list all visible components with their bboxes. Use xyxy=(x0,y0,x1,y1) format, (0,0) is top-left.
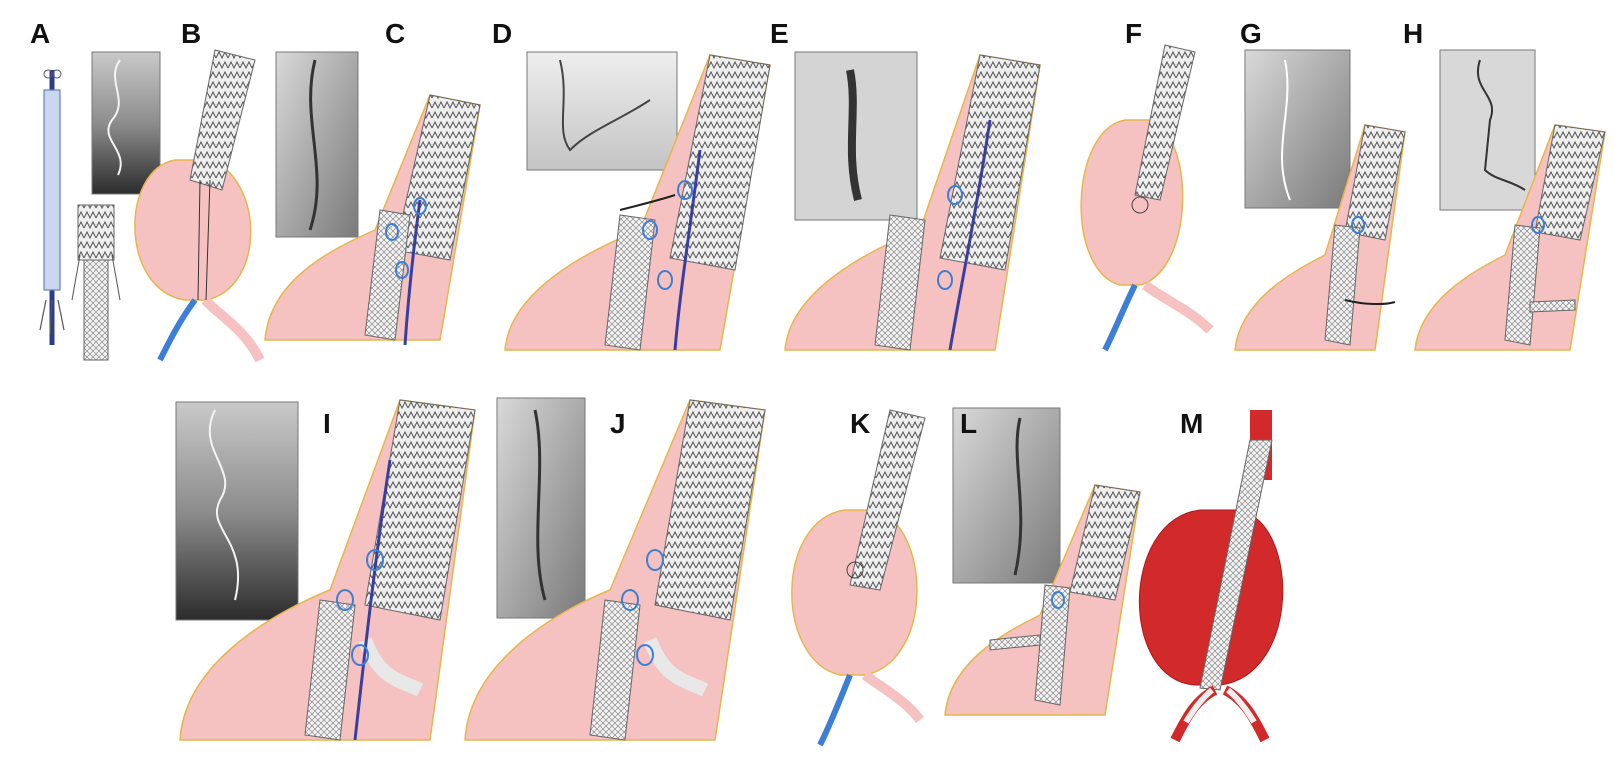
panel-h-xray xyxy=(1439,49,1536,211)
panel-h-stent-graft xyxy=(1414,124,1606,351)
panel-g-xray xyxy=(1244,49,1351,209)
panel-i-stent-graft xyxy=(179,399,476,741)
panel-g-stent-graft xyxy=(1234,124,1406,351)
panel-label-j: J xyxy=(610,408,626,439)
panel-c-xray xyxy=(275,51,359,238)
panel-i-xray xyxy=(175,401,299,621)
panel-label-k: K xyxy=(850,408,871,439)
panel-a-xray xyxy=(91,51,161,195)
panel-d-stent-graft xyxy=(504,54,771,351)
panel-label-l: L xyxy=(960,408,978,439)
panel-label-d: D xyxy=(492,18,513,49)
panel-l-xray xyxy=(952,407,1061,584)
panel-label-c: C xyxy=(385,18,406,49)
panel-label-a: A xyxy=(30,18,51,49)
panel-label-m: M xyxy=(1180,408,1204,439)
panel-j-stent-graft xyxy=(464,399,766,741)
panel-c-stent-graft xyxy=(264,94,481,346)
panel-label-i: I xyxy=(323,408,331,439)
panel-label-e: E xyxy=(770,18,789,49)
panel-e-stent-graft xyxy=(784,54,1041,351)
panel-label-f: F xyxy=(1125,18,1143,49)
panel-label-b: B xyxy=(181,18,202,49)
panel-label-g: G xyxy=(1240,18,1262,49)
panel-e-xray xyxy=(794,51,918,221)
panel-f-aneurysm xyxy=(1080,44,1214,352)
panel-d-xray xyxy=(526,51,678,171)
panel-k-aneurysm xyxy=(791,409,926,747)
panel-a-device xyxy=(39,69,121,361)
panel-b-aneurysm xyxy=(134,49,265,363)
panel-label-h: H xyxy=(1403,18,1424,49)
panel-m-3d-aneurysm xyxy=(1138,410,1284,743)
panel-j-xray xyxy=(496,397,586,619)
panel-l-stent-graft xyxy=(944,484,1141,716)
